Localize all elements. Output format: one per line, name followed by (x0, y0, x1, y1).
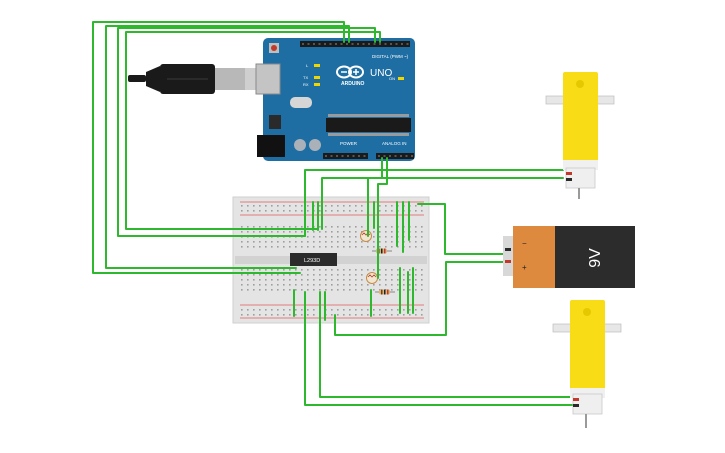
model-label: UNO (370, 68, 392, 79)
brand-label: ARDUINO (341, 81, 364, 87)
driver-chip-label: L293D (304, 258, 320, 264)
rx-led-label: RX (303, 82, 309, 87)
analog-in-label: ANALOG IN (382, 141, 407, 146)
ldr-sensor (366, 272, 378, 284)
power-header (323, 153, 368, 159)
resistor (375, 289, 395, 295)
dc-gear-motor-top (545, 72, 615, 199)
atmega-chip (326, 118, 411, 132)
reset-button[interactable] (271, 45, 277, 51)
ldr-sensor (360, 230, 372, 242)
battery-minus-sign: − (522, 239, 527, 248)
tx-led-label: TX (303, 75, 308, 80)
on-led-label: ON (389, 76, 395, 81)
dc-gear-motor-bottom (552, 300, 622, 428)
battery-voltage-label: 9V (587, 248, 604, 268)
battery-9v: − + 9V (503, 226, 635, 288)
arduino-uno-board: L TX RX ON DIGITAL (PWM ~) ARDUINO UNO P… (255, 38, 415, 161)
digital-header (300, 41, 410, 47)
power-label: POWER (340, 141, 358, 146)
digital-pwm-label: DIGITAL (PWM ~) (372, 54, 409, 59)
l-led-label: L (306, 63, 309, 68)
battery-plus-sign: + (522, 263, 527, 272)
breadboard-holes (241, 205, 423, 316)
jumper-wires (92, 21, 574, 406)
l293d-motor-driver-chip: L293D (290, 253, 337, 266)
arduino-logo (336, 65, 364, 79)
usb-cable (128, 64, 265, 94)
